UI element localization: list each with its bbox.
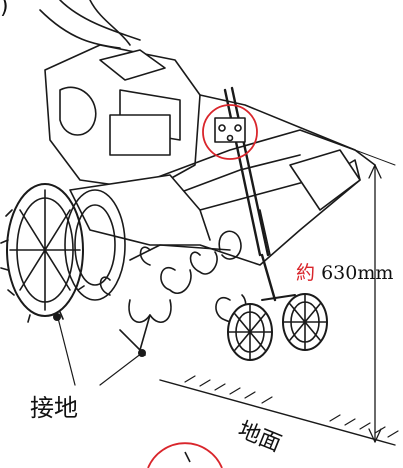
dimension-ext <box>354 149 396 166</box>
dimension-arrow-bottom <box>368 428 382 443</box>
height-value: 630mm <box>321 262 394 284</box>
depth-bar-lower <box>260 253 277 302</box>
ground-hatch <box>184 375 399 438</box>
highlight-circle-mark <box>184 451 191 463</box>
engine-block <box>109 114 171 156</box>
front-wheels <box>227 293 328 361</box>
contact-leader <box>57 317 76 386</box>
handle-cable <box>89 0 131 46</box>
tine-cover <box>69 159 361 266</box>
corner-mark: ) <box>0 0 9 19</box>
rear-flap <box>289 149 361 211</box>
dimension-arrow-top <box>368 164 382 179</box>
highlight-circle <box>202 104 258 160</box>
iron-wheel-rear-inner <box>74 204 116 286</box>
contact-leader <box>99 352 143 386</box>
tine-cover-fold <box>259 209 271 256</box>
contact-point-tine <box>138 349 146 357</box>
frame-arm <box>159 154 301 201</box>
frame-arm <box>149 129 356 181</box>
depth-bar <box>230 86 270 257</box>
rotary-tines <box>99 230 247 356</box>
iron-wheel-spokes <box>9 189 81 311</box>
iron-wheel-lugs <box>0 209 85 323</box>
engine-detail <box>59 86 97 136</box>
iron-wheel-rear <box>64 189 126 301</box>
clamp-bolt <box>234 124 242 132</box>
clamp-bolt <box>226 134 234 142</box>
ground-contact-label: 接地 <box>30 394 78 422</box>
ground-line <box>159 379 396 446</box>
height-label: 約 630mm <box>296 258 393 285</box>
clamp-bolt <box>218 124 226 132</box>
height-approx: 約 <box>296 262 316 284</box>
contact-point-wheel <box>53 313 61 321</box>
handle-cable <box>59 0 141 41</box>
engine-cover <box>99 49 166 81</box>
highlight-circle-bottom <box>147 442 223 468</box>
tine-cover-fold <box>199 209 211 241</box>
top-line <box>199 94 376 166</box>
